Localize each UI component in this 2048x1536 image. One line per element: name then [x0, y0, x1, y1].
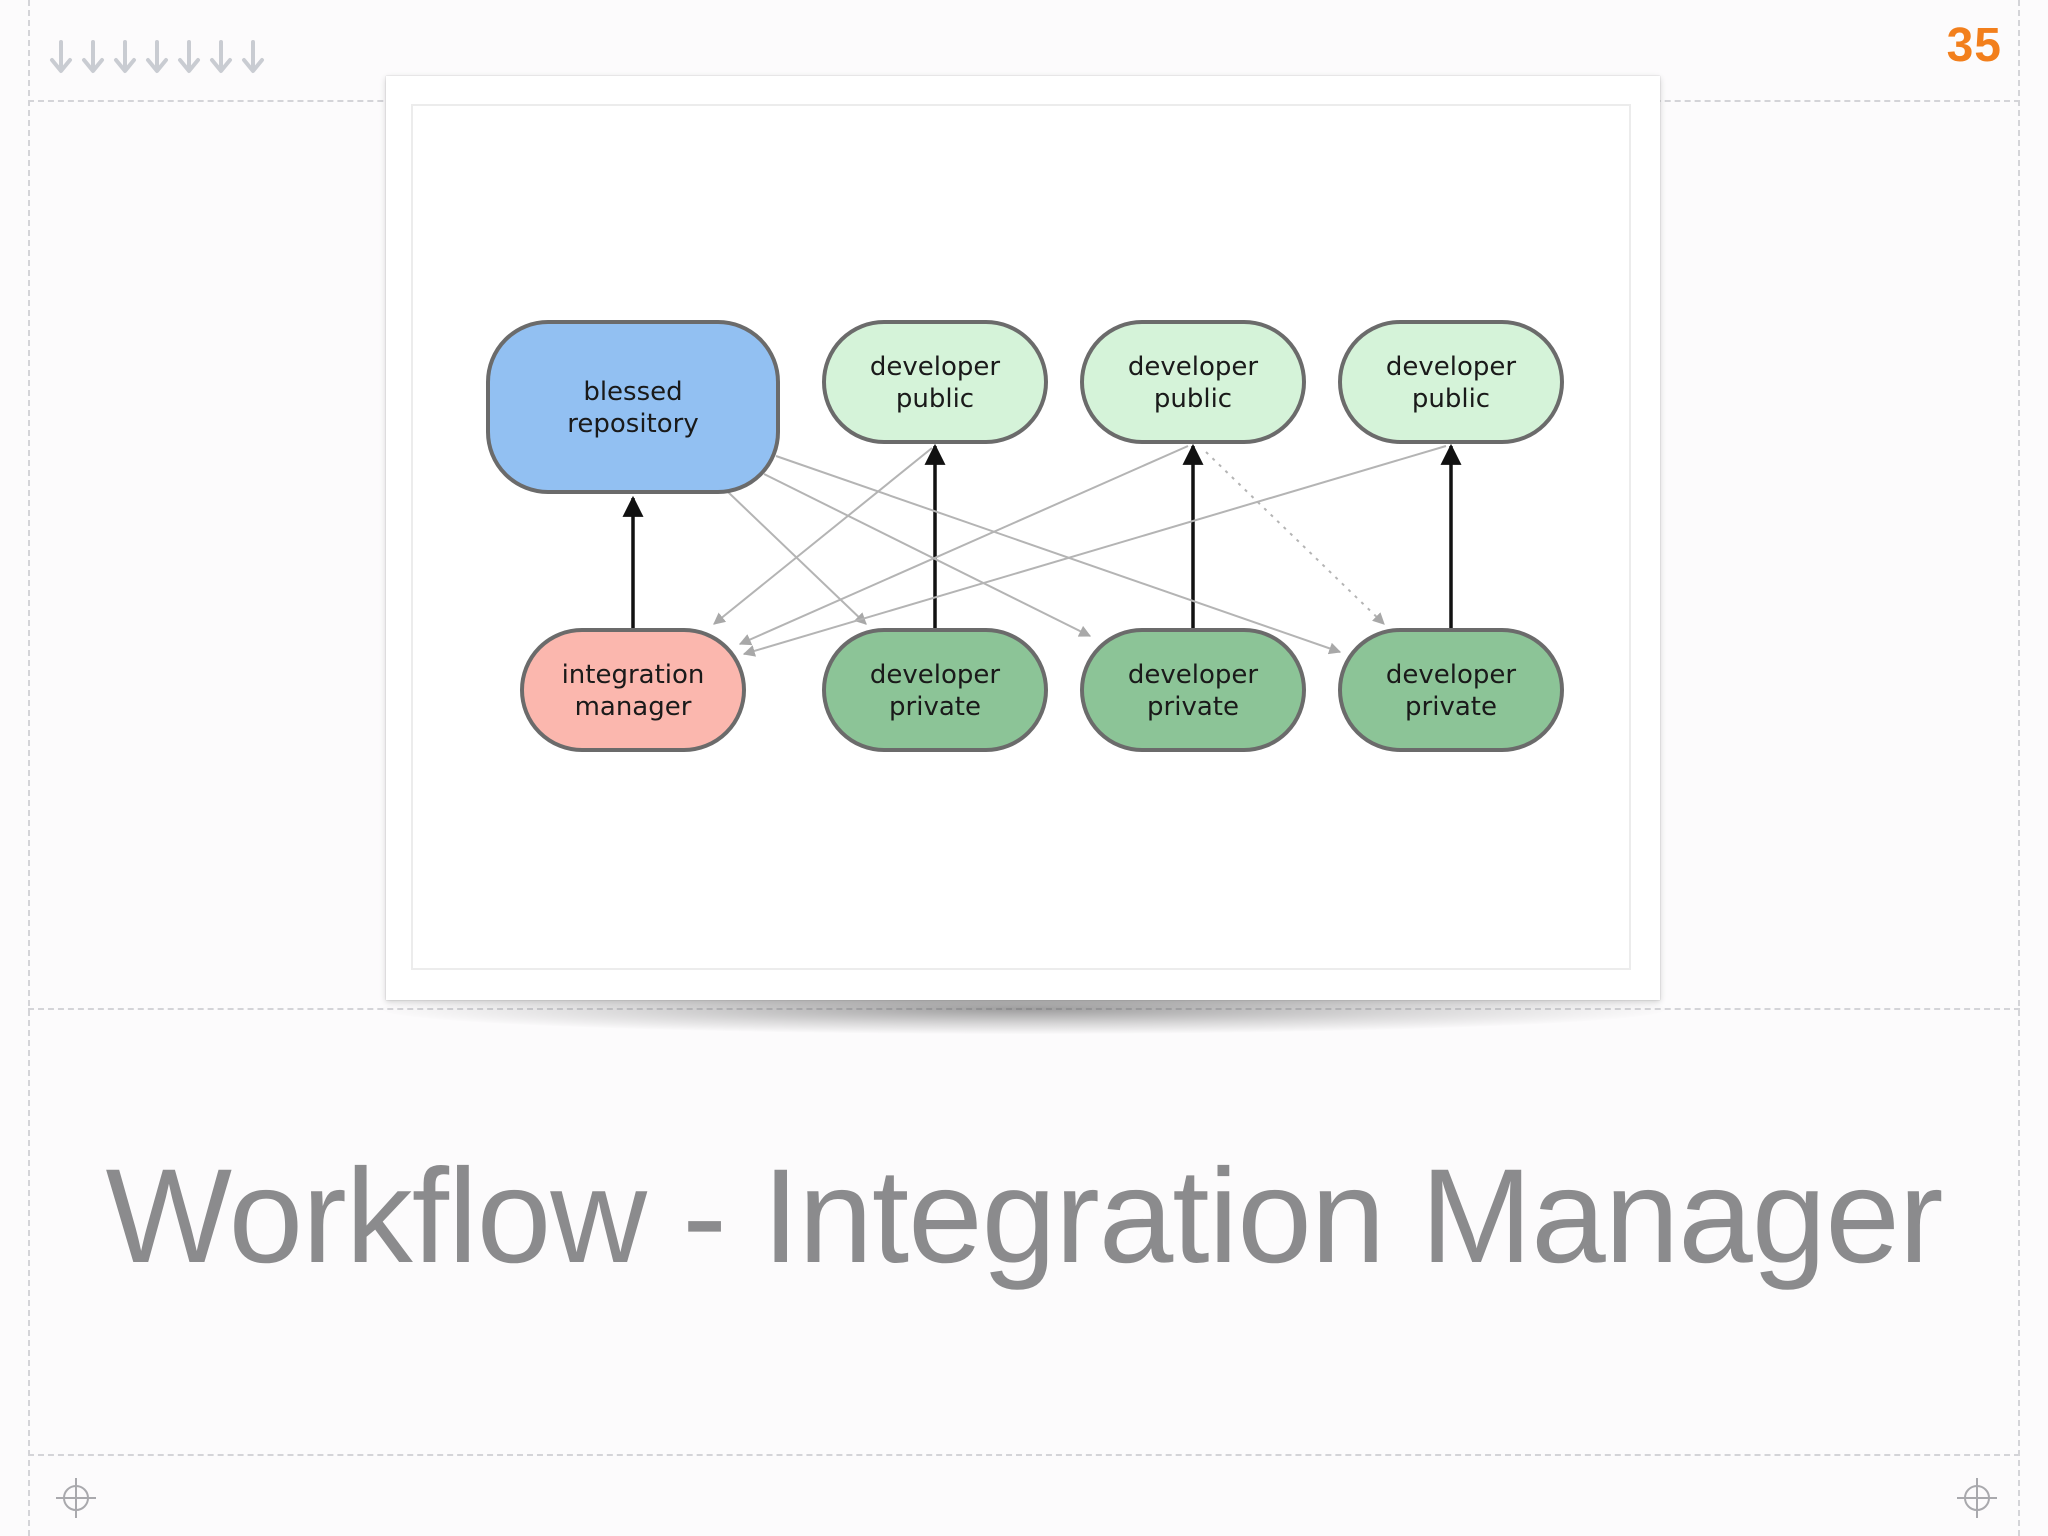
down-arrow-icon: [178, 40, 200, 73]
edge-blessed-to-priv3: [775, 455, 1342, 655]
node-label: private: [1405, 692, 1497, 722]
node-label: developer: [1128, 352, 1259, 382]
header-arrow: [112, 38, 138, 78]
node-box: [1338, 628, 1564, 752]
down-arrow-icon: [50, 40, 72, 73]
node-label: public: [1412, 384, 1490, 414]
node-label: integration: [562, 660, 705, 690]
node-box: [486, 320, 780, 494]
node-box: [1338, 320, 1564, 444]
crosshair-icon: [1957, 1478, 1997, 1518]
header-arrow: [176, 38, 202, 78]
guide-line-right: [2018, 0, 2020, 1536]
photo-inner: [411, 104, 1631, 970]
nodes-layer: blessedrepositorydeveloperpublicdevelope…: [486, 320, 1564, 752]
crosshair-icon: [56, 1478, 96, 1518]
node-box: [1080, 320, 1306, 444]
node-label: developer: [1386, 352, 1517, 382]
node-label: manager: [575, 692, 692, 722]
node-label: developer: [1386, 660, 1517, 690]
node-box: [520, 628, 746, 752]
down-arrow-icon: [210, 40, 232, 73]
header-arrow: [240, 38, 266, 78]
edge-pub3-to-integ: [742, 445, 1447, 657]
guide-line-left: [28, 0, 30, 1536]
down-arrow-icon: [114, 40, 136, 73]
edge-blessed-to-priv2: [763, 473, 1092, 637]
guide-line-bottom: [28, 1454, 2020, 1456]
header-arrows: [48, 38, 266, 78]
node-label: developer: [1128, 660, 1259, 690]
photo-frame: [386, 76, 1660, 1000]
header-arrow: [208, 38, 234, 78]
edge-pub2-to-integ: [738, 445, 1189, 646]
node-label: private: [1147, 692, 1239, 722]
header-arrow: [144, 38, 170, 78]
slide-title: Workflow - Integration Manager: [105, 1142, 1944, 1291]
edges-layer: [622, 443, 1462, 657]
node-label: blessed: [583, 377, 682, 407]
edge-pub2-to-priv3: [1205, 451, 1385, 625]
node-label: private: [889, 692, 981, 722]
edge-pub1-to-integ: [713, 447, 933, 625]
header-arrow: [80, 38, 106, 78]
header-arrow: [48, 38, 74, 78]
node-box: [822, 320, 1048, 444]
node-box: [822, 628, 1048, 752]
slide-number: 35: [1946, 19, 2002, 72]
node-label: developer: [870, 660, 1001, 690]
down-arrow-icon: [82, 40, 104, 73]
node-label: public: [896, 384, 974, 414]
node-label: public: [1154, 384, 1232, 414]
node-label: developer: [870, 352, 1001, 382]
down-arrow-icon: [242, 40, 264, 73]
node-box: [1080, 628, 1306, 752]
node-label: repository: [567, 409, 698, 439]
down-arrow-icon: [146, 40, 168, 73]
